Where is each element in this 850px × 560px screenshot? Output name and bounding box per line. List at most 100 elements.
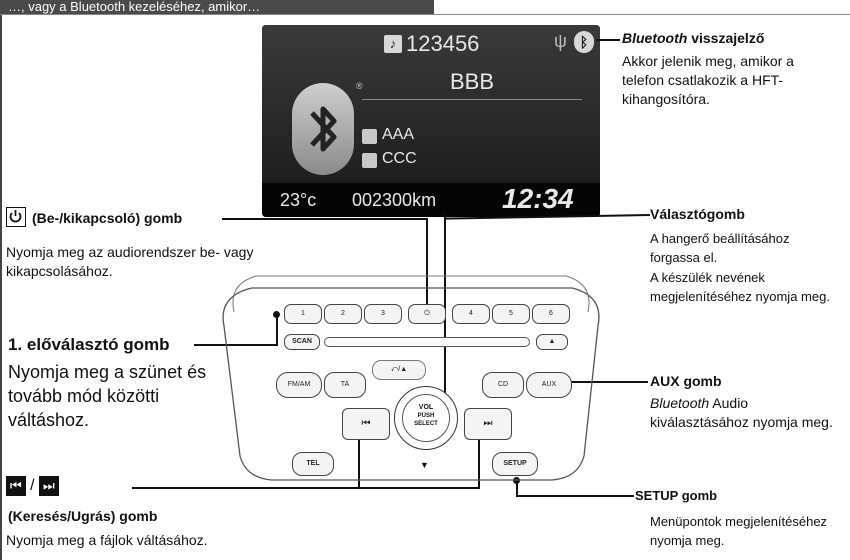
- outside-temperature: 23°c: [280, 190, 317, 210]
- preset-button-title: 1. előválasztó gomb: [8, 335, 170, 354]
- back-icon: ⤺/▲: [390, 366, 408, 373]
- power-button-symbol: ⏻: [424, 310, 430, 317]
- seek-button-description: Nyomja meg a fájlok váltásához.: [6, 532, 208, 548]
- setup-button-title: SETUP gomb: [635, 488, 718, 503]
- selector-knob-line2: A készülék nevének megjelenítéséhez nyom…: [650, 270, 830, 304]
- fm-am-button[interactable]: FM/AM: [276, 372, 322, 398]
- name-underline: [362, 99, 582, 100]
- power-icon: [9, 210, 22, 223]
- header-bar: …, vagy a Bluetooth kezeléséhez, amikor…: [0, 0, 434, 14]
- seek-forward-icon: ⏭: [39, 476, 59, 496]
- power-leader-drop: [426, 218, 428, 312]
- seek-leader-line: [132, 487, 480, 489]
- odometer: 002300km: [352, 190, 437, 210]
- seek-forward-button-icon: ⏭: [483, 418, 493, 429]
- setup-label: SETUP: [503, 460, 527, 467]
- selector-knob[interactable]: VOL PUSH SELECT: [394, 386, 458, 450]
- device-name: BBB: [449, 69, 495, 94]
- clock: 12:34: [502, 183, 574, 214]
- seek-leader-drop-left: [358, 425, 360, 488]
- power-button-title: (Be-/kikapcsoló) gomb: [32, 210, 183, 226]
- album-name: AAA: [382, 126, 415, 143]
- cd-button[interactable]: CD: [482, 372, 524, 398]
- preset-1-label: 1: [301, 310, 305, 317]
- preset-5-label: 5: [509, 310, 513, 317]
- bluetooth-indicator-description: Akkor jelenik meg, amikor a telefon csat…: [622, 53, 794, 107]
- seek-button-title: (Keresés/Ugrás) gomb: [8, 508, 158, 524]
- control-panel: [212, 266, 610, 496]
- seek-forward-button[interactable]: ⏭: [464, 408, 512, 440]
- bluetooth-indicator-title: Bluetooth visszajelző: [622, 30, 764, 46]
- knob-label: VOL PUSH SELECT: [395, 404, 457, 428]
- aux-desc-rest: Audio kiválasztásához nyomja meg.: [650, 395, 833, 430]
- selector-knob-line1: A hangerő beállításához forgassa el.: [650, 231, 790, 265]
- knob-label-push: PUSH: [417, 413, 435, 419]
- aux-button[interactable]: AUX: [526, 372, 572, 398]
- power-button-description: Nyomja meg az audiorendszer be- vagy kik…: [6, 244, 254, 279]
- power-symbol-box: [6, 207, 26, 227]
- seek-icons: ⏮ / ⏭: [6, 476, 59, 496]
- preset-button-2[interactable]: 2: [324, 304, 362, 324]
- bluetooth-indicator-icon: ᛒ: [574, 31, 594, 53]
- knob-label-vol: VOL: [418, 404, 434, 411]
- aux-desc-italic: Bluetooth: [650, 395, 710, 411]
- seek-leader-drop-right: [478, 425, 480, 488]
- bluetooth-leader-line: [596, 39, 620, 41]
- setup-leader-drop: [516, 480, 518, 496]
- preset-button-description: Nyomja meg a szünet és tovább mód között…: [8, 362, 207, 430]
- artist-name: CCC: [382, 150, 417, 167]
- panel-outline: [222, 275, 600, 481]
- setup-button[interactable]: SETUP: [492, 452, 538, 476]
- preset-6-label: 6: [549, 310, 553, 317]
- tel-label: TEL: [306, 460, 320, 467]
- seek-back-button[interactable]: ⏮: [342, 408, 390, 440]
- registered-mark: ®: [356, 81, 363, 91]
- seek-separator: /: [25, 477, 40, 494]
- aux-label: AUX: [541, 381, 557, 388]
- eject-button[interactable]: ▲: [536, 334, 568, 350]
- knob-label-select: SELECT: [414, 421, 438, 427]
- aux-button-title: AUX gomb: [650, 373, 722, 389]
- power-button[interactable]: ⏻: [408, 304, 446, 324]
- audio-display: ♪ 123456 ψ ᛒ BBB ® AAA CCC 23°c 002300km…: [262, 25, 600, 217]
- tel-button[interactable]: TEL: [292, 452, 334, 476]
- ta-button[interactable]: TA: [324, 372, 366, 398]
- cd-label: CD: [497, 381, 509, 388]
- disc-icon: [362, 129, 377, 144]
- bluetooth-indicator-title-italic: Bluetooth: [622, 30, 688, 46]
- preset-leader-drop: [276, 314, 278, 345]
- down-arrow-icon[interactable]: ▼: [420, 460, 429, 470]
- setup-button-description: Menüpontok megjelenítéséhez nyomja meg.: [650, 514, 828, 548]
- frame-top-rule: [0, 14, 850, 15]
- scan-label: SCAN: [292, 338, 312, 345]
- fm-am-label: FM/AM: [287, 381, 311, 388]
- power-leader-line: [222, 218, 427, 220]
- frame-left-rule: [0, 14, 2, 560]
- aux-button-description: Bluetooth Audio kiválasztásához nyomja m…: [650, 394, 850, 432]
- status-bar: [262, 183, 600, 217]
- eject-icon: ▲: [548, 338, 556, 345]
- usb-icon: ψ: [554, 31, 567, 51]
- setup-leader-line: [516, 495, 634, 497]
- preset-leader-dot: [273, 311, 280, 318]
- seek-back-button-icon: ⏮: [361, 418, 371, 429]
- preset-button-4[interactable]: 4: [452, 304, 490, 324]
- music-note-icon: ♪: [384, 35, 402, 53]
- scan-button[interactable]: SCAN: [284, 334, 320, 350]
- preset-leader-line: [194, 344, 278, 346]
- cd-slot: [324, 337, 530, 347]
- preset-4-label: 4: [469, 310, 473, 317]
- back-button[interactable]: ⤺/▲: [372, 360, 426, 380]
- preset-button-5[interactable]: 5: [492, 304, 530, 324]
- preset-button-6[interactable]: 6: [532, 304, 570, 324]
- preset-button-3[interactable]: 3: [364, 304, 402, 324]
- bluetooth-indicator-title-rest: visszajelző: [687, 30, 765, 46]
- knob-inner-ring: [402, 394, 450, 442]
- ta-label: TA: [340, 381, 350, 388]
- preset-button-1[interactable]: 1: [284, 304, 322, 324]
- seek-back-icon: ⏮: [6, 476, 26, 496]
- preset-3-label: 3: [381, 310, 385, 317]
- track-number: 123456: [406, 31, 480, 56]
- selector-knob-title: Választógomb: [650, 206, 745, 222]
- bluetooth-logo-icon: [292, 83, 354, 175]
